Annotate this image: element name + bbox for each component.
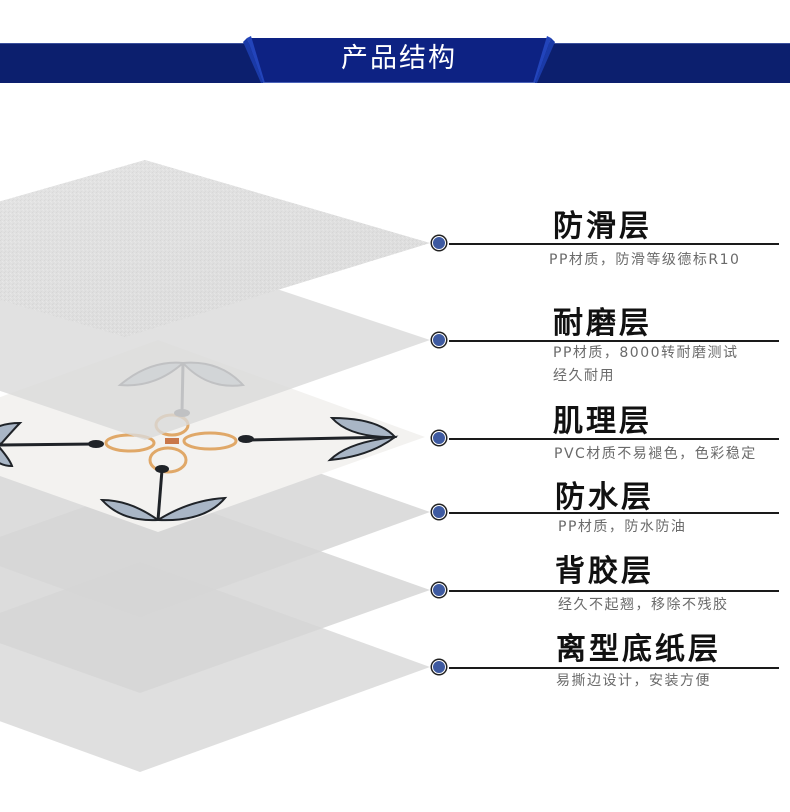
marker-dot-icon bbox=[432, 333, 446, 347]
layer-title-adhesive: 背胶层 bbox=[555, 554, 654, 589]
header-tab bbox=[243, 36, 555, 83]
layer-desc-texture: PVC材质不易褪色，色彩稳定 bbox=[554, 446, 757, 462]
leader-wear bbox=[432, 333, 782, 349]
leader-line bbox=[449, 590, 779, 592]
marker-dot-icon bbox=[432, 660, 446, 674]
layer-title-waterproof: 防水层 bbox=[555, 480, 654, 515]
leader-waterproof bbox=[432, 505, 782, 521]
leader-adhesive bbox=[432, 583, 782, 599]
leader-texture bbox=[432, 431, 782, 447]
layer-anti-slip-sheet bbox=[0, 160, 430, 337]
layer-desc-anti-slip: PP材质，防滑等级德标R10 bbox=[549, 252, 741, 268]
layer-title-texture: 肌理层 bbox=[553, 404, 652, 439]
leader-line bbox=[449, 438, 779, 440]
marker-dot-icon bbox=[432, 236, 446, 250]
leader-release-paper bbox=[432, 660, 782, 676]
layer-desc-release-paper: 易撕边设计，安装方便 bbox=[556, 673, 711, 689]
layer-desc-wear-line1: PP材质，8000转耐磨测试 bbox=[553, 345, 739, 361]
marker-dot-icon bbox=[432, 505, 446, 519]
layer-desc-wear-line2: 经久耐用 bbox=[553, 368, 615, 384]
leader-anti-slip bbox=[432, 236, 782, 252]
layer-desc-waterproof: PP材质，防水防油 bbox=[558, 519, 687, 535]
layer-title-release-paper: 离型底纸层 bbox=[556, 632, 721, 667]
marker-dot-icon bbox=[432, 431, 446, 445]
marker-dot-icon bbox=[432, 583, 446, 597]
layer-title-anti-slip: 防滑层 bbox=[553, 209, 652, 244]
layer-desc-adhesive: 经久不起翘，移除不残胶 bbox=[558, 597, 729, 613]
leader-line bbox=[449, 667, 779, 669]
leader-line bbox=[449, 340, 779, 342]
layer-title-wear: 耐磨层 bbox=[553, 306, 652, 341]
section-title: 产品结构 bbox=[341, 43, 457, 74]
leader-line bbox=[449, 243, 779, 245]
leader-line bbox=[449, 512, 779, 514]
